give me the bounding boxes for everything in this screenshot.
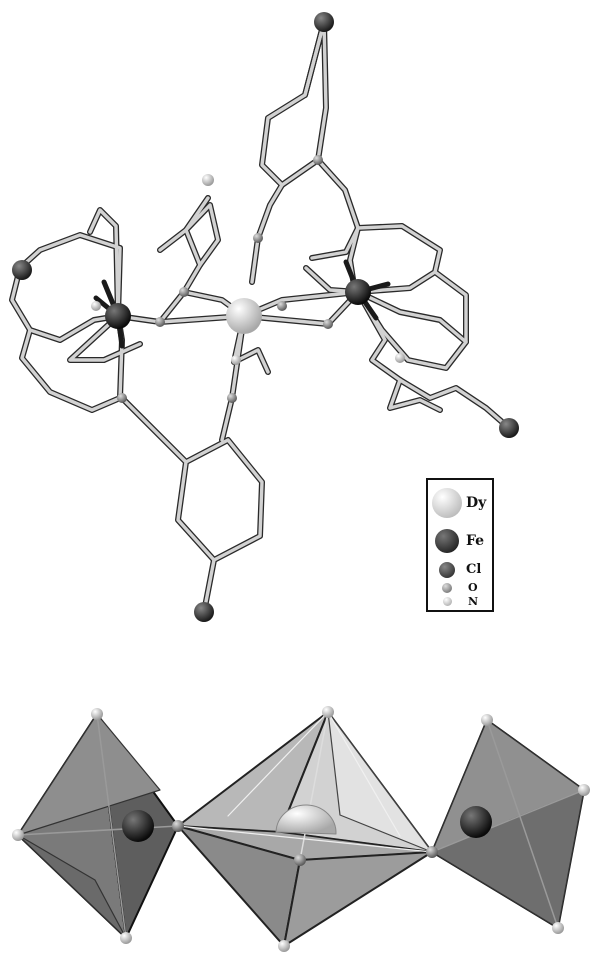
atom-layer xyxy=(12,12,519,622)
nitrogen-atom xyxy=(91,301,101,311)
left-fe-octahedron xyxy=(17,713,179,939)
cl-swatch xyxy=(439,562,455,578)
legend-label-cl: Cl xyxy=(466,562,482,577)
oxygen-atom xyxy=(323,319,333,329)
legend-label-n: N xyxy=(468,595,479,608)
oxygen-atom xyxy=(277,301,287,311)
oxygen-atom xyxy=(313,155,323,165)
n-swatch xyxy=(443,597,452,606)
fe-swatch xyxy=(435,529,459,553)
legend-item-dy: Dy xyxy=(428,486,492,520)
nitrogen-atom xyxy=(395,353,405,363)
dysprosium-atom xyxy=(226,298,262,334)
chlorine-atom xyxy=(194,602,214,622)
nitrogen-atom xyxy=(202,174,214,186)
right-fe-octahedron xyxy=(431,719,585,929)
chlorine-atom xyxy=(499,418,519,438)
legend-label-o: O xyxy=(468,581,478,594)
iron-atom xyxy=(105,303,131,329)
atom-legend: Dy Fe Cl O N xyxy=(426,478,494,612)
chlorine-atom xyxy=(314,12,334,32)
iron-atom xyxy=(345,279,371,305)
chlorine-atom xyxy=(12,260,32,280)
legend-item-n: N xyxy=(428,594,492,610)
oxygen-atom xyxy=(227,393,237,403)
coordination-polyhedra xyxy=(12,706,590,952)
dy-swatch xyxy=(432,488,462,518)
oxygen-atom xyxy=(117,393,127,403)
vertex-atoms xyxy=(12,706,590,952)
legend-item-cl: Cl xyxy=(428,560,492,580)
legend-item-fe: Fe xyxy=(428,528,492,554)
oxygen-atom xyxy=(253,233,263,243)
oxygen-atom xyxy=(179,287,189,297)
nitrogen-atom xyxy=(231,355,241,365)
molecular-structure xyxy=(9,12,519,622)
o-swatch xyxy=(442,583,452,593)
legend-label-fe: Fe xyxy=(466,533,485,549)
central-dy-polyhedron xyxy=(177,711,433,947)
legend-label-dy: Dy xyxy=(466,495,487,511)
oxygen-atom xyxy=(155,317,165,327)
legend-item-o: O xyxy=(428,580,492,596)
